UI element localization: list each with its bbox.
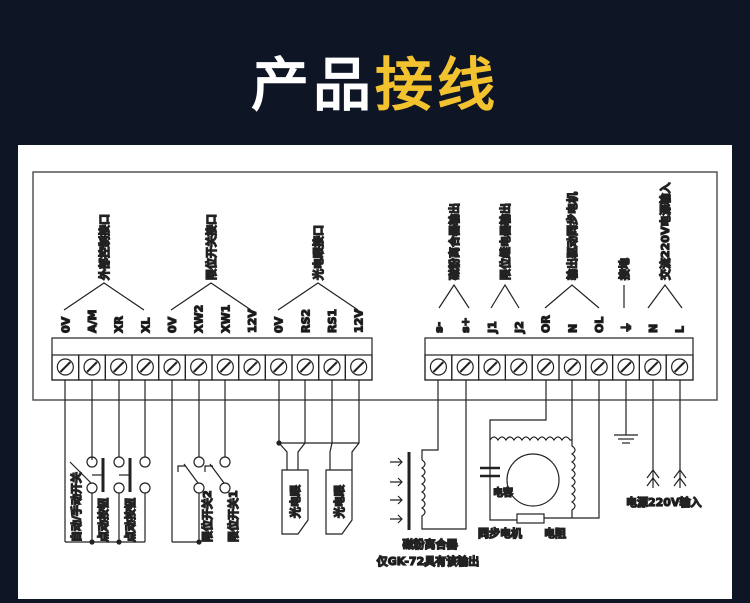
title-part2: 接线 (375, 51, 500, 119)
terminal-label: s+ (459, 317, 472, 333)
wiring-diagram-panel: 外部控制接口 限位开关接口 光电眼接口 磁粉离合器输出 限位继电器输出 输出驱动… (18, 145, 732, 599)
terminal-label: RS1 (326, 309, 339, 333)
terminal-label: A/M (86, 310, 99, 333)
label-power-input: 电源220V输入 (626, 495, 701, 509)
terminal-label: 12V (353, 309, 366, 333)
group-label-motor-output: 输出驱动同步电机 (565, 192, 579, 280)
label-auto-manual-switch: 自动/手动开关 (69, 472, 83, 542)
terminal-label: J1 (486, 321, 499, 334)
terminal-label: XW2 (193, 305, 206, 333)
terminal-label: J2 (513, 321, 526, 334)
title-part1: 产品 (250, 51, 375, 119)
label-jog-button-1: 点动按钮 (96, 498, 110, 542)
photo-eye-1: 光电眼 (288, 485, 302, 519)
terminal-label: 12V (246, 309, 259, 333)
group-label-external-control: 外部控制接口 (97, 214, 111, 281)
label-jog-button-2: 点动按钮 (123, 498, 137, 542)
terminal-label: 0V (166, 316, 179, 333)
label-clutch: 磁粉离合器 (403, 537, 459, 551)
external-control-wiring (64, 380, 151, 545)
label-clutch-note: 仅GK-72具有该输出 (376, 554, 479, 568)
terminal-label: 0V (59, 316, 72, 333)
power-input-plugs (646, 380, 687, 488)
page-title: 产品接线 (0, 38, 750, 122)
terminal-label: L (674, 326, 687, 333)
terminal-label: s- (432, 322, 445, 333)
group-label-ground: 接地 (617, 258, 631, 280)
label-sync-motor: 同步电机 (478, 526, 522, 540)
group-label-clutch-output: 磁粉离合器输出 (447, 203, 461, 280)
terminal-label: XR (113, 316, 126, 333)
group-label-limit-switch: 限位开关接口 (204, 214, 218, 280)
wiring-diagram: 外部控制接口 限位开关接口 光电眼接口 磁粉离合器输出 限位继电器输出 输出驱动… (32, 171, 718, 569)
group-brackets (63, 282, 683, 311)
terminal-label: ⏚ (620, 322, 633, 333)
label-resistor: 电阻 (544, 526, 566, 540)
label-limit-switch-1: 限位开关1 (226, 490, 240, 542)
terminal-label: OL (593, 317, 606, 333)
resistor (516, 513, 545, 524)
terminal-label: XW1 (219, 305, 232, 333)
terminal-label: RS2 (299, 309, 312, 333)
photo-eye-2: 光电眼 (332, 485, 346, 519)
limit-switch-wiring (171, 380, 231, 545)
terminal-label: N (566, 324, 579, 333)
terminal-label: XL (139, 318, 152, 334)
group-label-photo-eye: 光电眼接口 (311, 225, 325, 281)
controller-outline (32, 171, 718, 401)
group-label-relay-output: 限位继电器输出 (498, 203, 512, 280)
photo-eye-wiring (276, 380, 360, 535)
group-label-ac-input: 交流220V电源输入 (658, 183, 672, 280)
terminal-label: 0V (273, 316, 286, 333)
terminal-label: N (647, 324, 660, 333)
terminal-label: OR (540, 315, 553, 333)
label-capacitor: 电容 (493, 486, 513, 499)
ground-symbol (614, 380, 638, 444)
label-limit-switch-2: 限位开关2 (200, 490, 214, 542)
magnetic-clutch (390, 380, 467, 530)
sync-motor (480, 380, 600, 524)
